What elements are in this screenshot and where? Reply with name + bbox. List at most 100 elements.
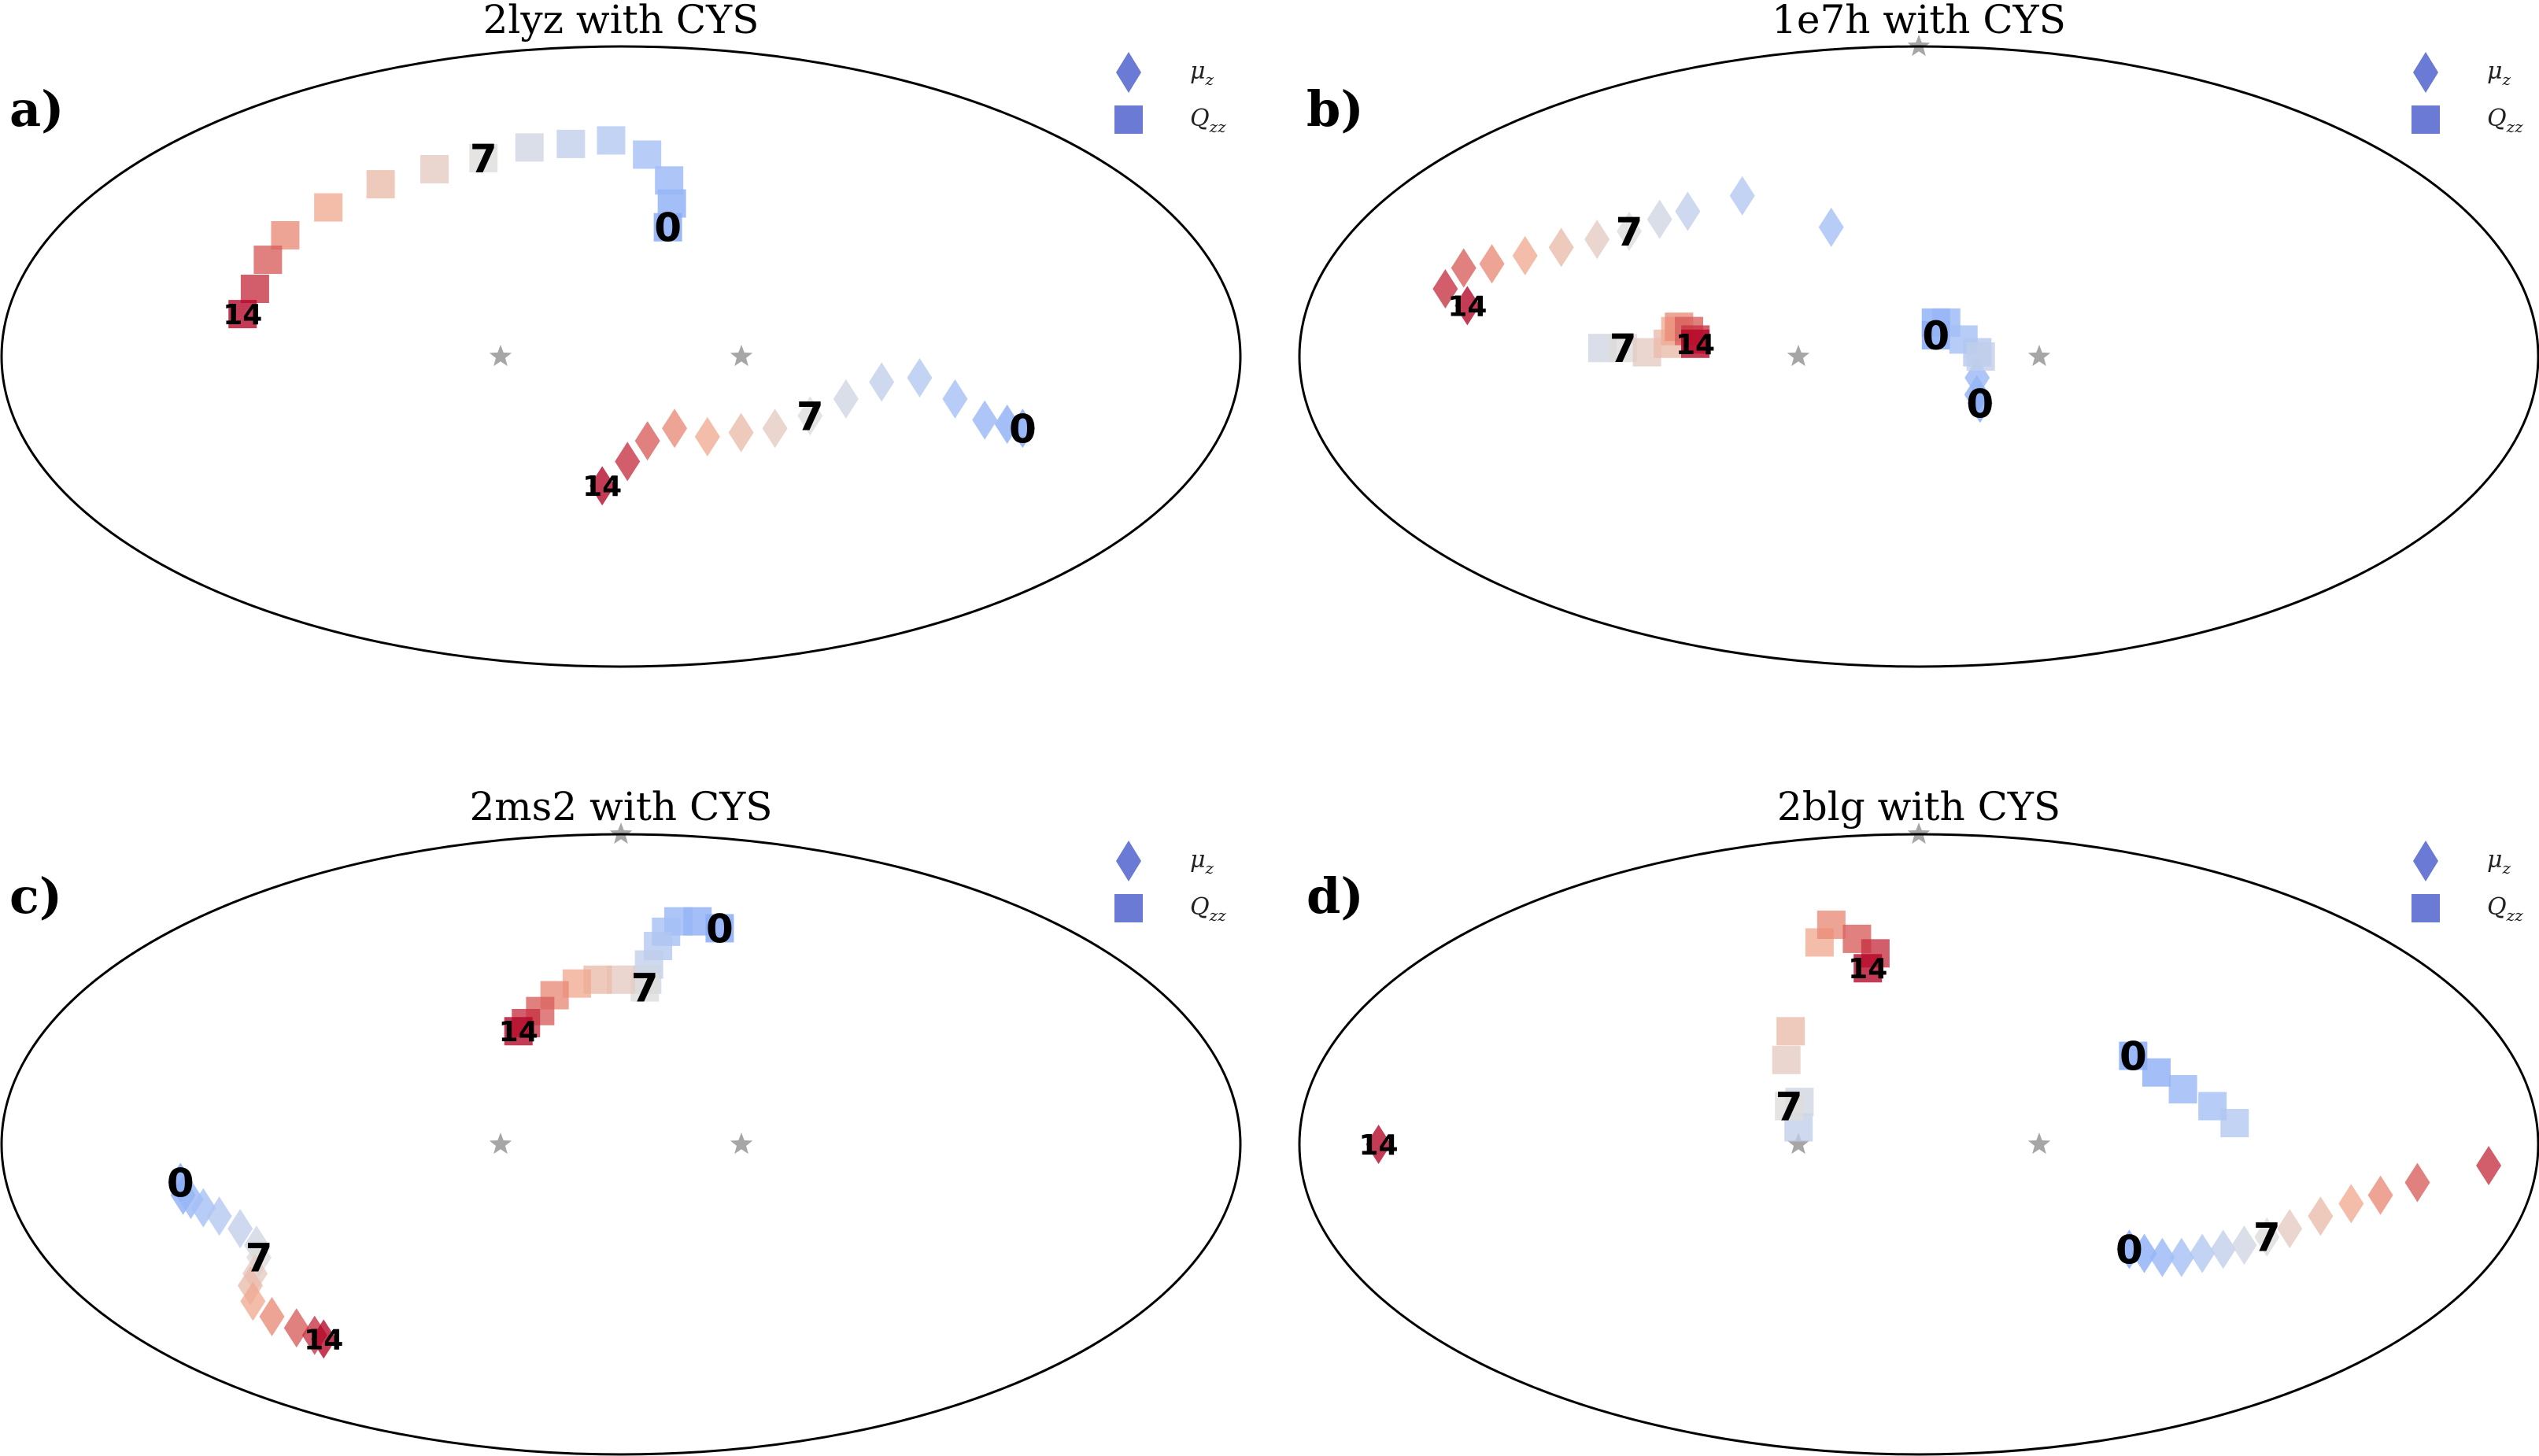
data-point-square xyxy=(655,166,684,195)
data-point-diamond xyxy=(589,466,615,506)
legend-square-icon xyxy=(2411,105,2440,134)
projection-frame xyxy=(1298,833,2539,1456)
data-point-diamond xyxy=(1366,1125,1391,1164)
data-point-diamond xyxy=(2338,1184,2364,1224)
data-point-square xyxy=(469,144,498,173)
frame-label: 14 xyxy=(1447,290,1487,323)
data-point-square xyxy=(366,170,395,199)
frame-label: 0 xyxy=(1966,381,1994,427)
data-point-diamond xyxy=(2404,1162,2430,1203)
data-point-diamond xyxy=(1432,269,1458,309)
data-point-diamond xyxy=(1646,199,1672,239)
data-point-square xyxy=(1966,342,1995,371)
data-point-diamond xyxy=(259,1296,285,1336)
reference-star xyxy=(1787,1133,1810,1155)
data-point-diamond xyxy=(797,396,823,436)
data-point-square xyxy=(653,212,682,242)
reference-star xyxy=(489,345,512,367)
frame-label: 0 xyxy=(706,906,734,952)
reference-star xyxy=(2027,1133,2051,1155)
data-point-square xyxy=(253,246,283,275)
legend-label: Qzz xyxy=(1190,893,1226,925)
frame-label: 0 xyxy=(167,1161,194,1207)
data-point-diamond xyxy=(833,379,859,419)
reference-star xyxy=(730,1133,753,1155)
data-point-square xyxy=(240,275,269,304)
legend-diamond-icon xyxy=(2413,841,2438,881)
data-point-diamond xyxy=(1584,220,1610,260)
data-point-diamond xyxy=(1512,235,1538,275)
data-point-diamond xyxy=(2210,1229,2236,1269)
data-point-diamond xyxy=(694,416,720,456)
data-point-square xyxy=(515,133,544,162)
chart-title: 2lyz with CYS xyxy=(483,0,759,42)
chart-title: 2ms2 with CYS xyxy=(469,784,772,830)
data-point-square xyxy=(597,126,626,155)
frame-label: 14 xyxy=(223,299,262,331)
data-point-diamond xyxy=(2190,1233,2216,1273)
data-point-square xyxy=(1776,1017,1805,1046)
data-point-square xyxy=(1853,954,1883,983)
legend-label: Qzz xyxy=(2487,893,2523,925)
data-point-diamond xyxy=(762,408,788,449)
panel-label: c) xyxy=(9,867,62,925)
data-point-diamond xyxy=(1548,227,1574,268)
data-point-square xyxy=(2220,1109,2249,1138)
legend-square-icon xyxy=(2411,894,2440,922)
data-point-square xyxy=(420,155,449,184)
projection-frame xyxy=(0,45,1242,668)
panel-label: d) xyxy=(1306,867,1364,925)
data-point-square xyxy=(1816,911,1846,940)
data-point-diamond xyxy=(2231,1225,2257,1266)
legend-square-icon xyxy=(1114,894,1143,922)
frame-label: 7 xyxy=(631,966,659,1011)
data-point-square xyxy=(2142,1058,2171,1087)
reference-star xyxy=(2027,345,2051,367)
frame-label: 0 xyxy=(1009,406,1037,452)
data-point-diamond xyxy=(2367,1175,2393,1215)
data-point-diamond xyxy=(2254,1217,2280,1257)
reference-star xyxy=(489,1133,512,1155)
data-point-diamond xyxy=(972,400,998,440)
data-point-diamond xyxy=(615,442,641,482)
reference-star xyxy=(1787,345,1810,367)
frame-label: 14 xyxy=(499,1016,538,1048)
projection-frame xyxy=(0,833,1242,1456)
data-point-diamond xyxy=(662,408,688,449)
frame-label: 7 xyxy=(2253,1215,2281,1261)
data-point-square xyxy=(228,300,257,329)
data-point-square xyxy=(1772,1045,1801,1074)
data-point-diamond xyxy=(283,1308,309,1348)
legend-label: Qzz xyxy=(1190,105,1226,136)
frame-label: 14 xyxy=(1359,1129,1399,1162)
data-point-square xyxy=(314,193,343,222)
frame-label: 14 xyxy=(582,471,622,503)
data-point-square xyxy=(2168,1075,2197,1104)
legend-label: Qzz xyxy=(2487,105,2523,136)
frame-label: 0 xyxy=(2116,1227,2143,1273)
data-point-diamond xyxy=(2476,1145,2502,1185)
legend-label: μz xyxy=(1190,846,1214,878)
legend-diamond-icon xyxy=(1116,52,1141,93)
data-point-diamond xyxy=(311,1319,337,1359)
frame-label: 7 xyxy=(246,1236,273,1281)
reference-star xyxy=(730,345,753,367)
panel-label: b) xyxy=(1306,80,1364,138)
data-point-square xyxy=(630,973,660,1002)
legend-square-icon xyxy=(1114,105,1143,134)
frame-label: 14 xyxy=(1848,953,1887,985)
panel-label: a) xyxy=(9,80,65,138)
data-point-diamond xyxy=(942,379,968,419)
data-point-diamond xyxy=(994,404,1020,444)
data-point-diamond xyxy=(728,412,754,453)
data-point-square xyxy=(1775,1092,1804,1121)
